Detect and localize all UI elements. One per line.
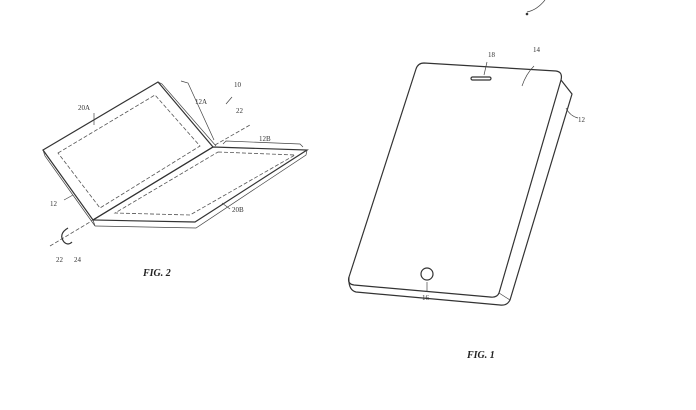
label-24: 24 (74, 256, 82, 264)
label-22-end: 22 (56, 256, 64, 264)
label-12: 12 (50, 200, 58, 208)
figure-1-phone: 18 14 12 16 FIG. 1 (349, 0, 586, 361)
label-14: 14 (533, 46, 541, 54)
lower-display-outline (115, 152, 295, 215)
lower-panel (93, 147, 307, 222)
label-12-phone: 12 (578, 116, 586, 124)
fig-2-caption: FIG. 2 (142, 268, 171, 279)
home-button (421, 268, 433, 280)
figure-2-foldable-device: 10 12A 20A 22 12B 12 20B 22 24 FIG. 2 (43, 81, 307, 279)
label-20a: 20A (78, 104, 90, 112)
phone-front (349, 63, 562, 297)
label-20b: 20B (232, 206, 244, 214)
label-18: 18 (488, 51, 496, 59)
label-22: 22 (236, 107, 244, 115)
fig-1-caption: FIG. 1 (466, 350, 495, 361)
label-16: 16 (422, 294, 430, 302)
speaker-slot (471, 77, 491, 80)
label-12b: 12B (259, 135, 271, 143)
label-10: 10 (234, 81, 242, 89)
label-12a: 12A (195, 98, 207, 106)
phone-side (349, 80, 572, 305)
fold-axis (50, 222, 90, 246)
